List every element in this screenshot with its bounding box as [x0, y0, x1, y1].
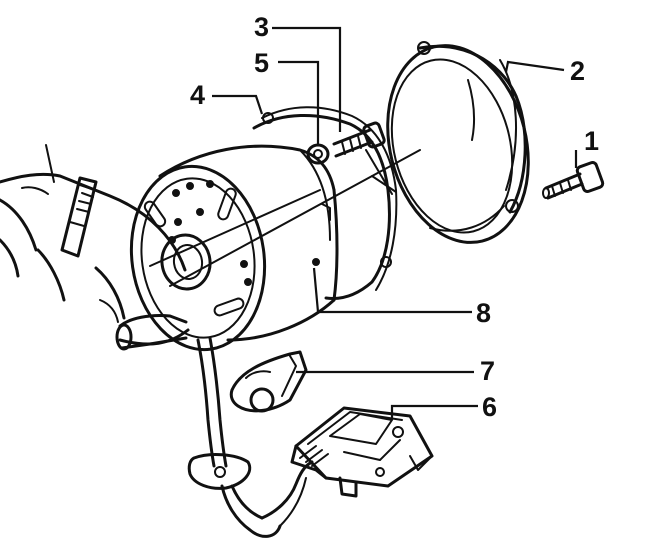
- leader-4: [212, 94, 264, 115]
- screw-and-washer: [306, 121, 386, 165]
- leader-3: [272, 26, 342, 132]
- pickup-plate: [229, 350, 308, 413]
- callout-3: 3: [254, 12, 269, 42]
- leader-6: [390, 404, 478, 420]
- callout-5: 5: [254, 48, 269, 78]
- stator-body: [129, 144, 339, 352]
- cover-screw: [542, 160, 605, 200]
- wiring-harness: [187, 336, 314, 538]
- callout-1: 1: [584, 126, 599, 156]
- leader-2: [504, 60, 565, 73]
- gasket-ring: [252, 106, 398, 300]
- leader-5: [278, 60, 320, 146]
- leader-lines: [212, 26, 578, 420]
- regulator-connector: [290, 406, 434, 498]
- callout-labels: 1 2 3 4 5 6 7 8: [190, 12, 599, 422]
- leader-8: [312, 267, 472, 314]
- callout-6: 6: [482, 392, 497, 422]
- callout-7: 7: [480, 356, 495, 386]
- callout-8: 8: [476, 298, 491, 328]
- crankshaft: [115, 149, 421, 351]
- mounting-stud: [60, 176, 98, 258]
- callout-2: 2: [570, 56, 585, 86]
- callout-4: 4: [190, 80, 205, 110]
- engine-housing: [0, 144, 190, 346]
